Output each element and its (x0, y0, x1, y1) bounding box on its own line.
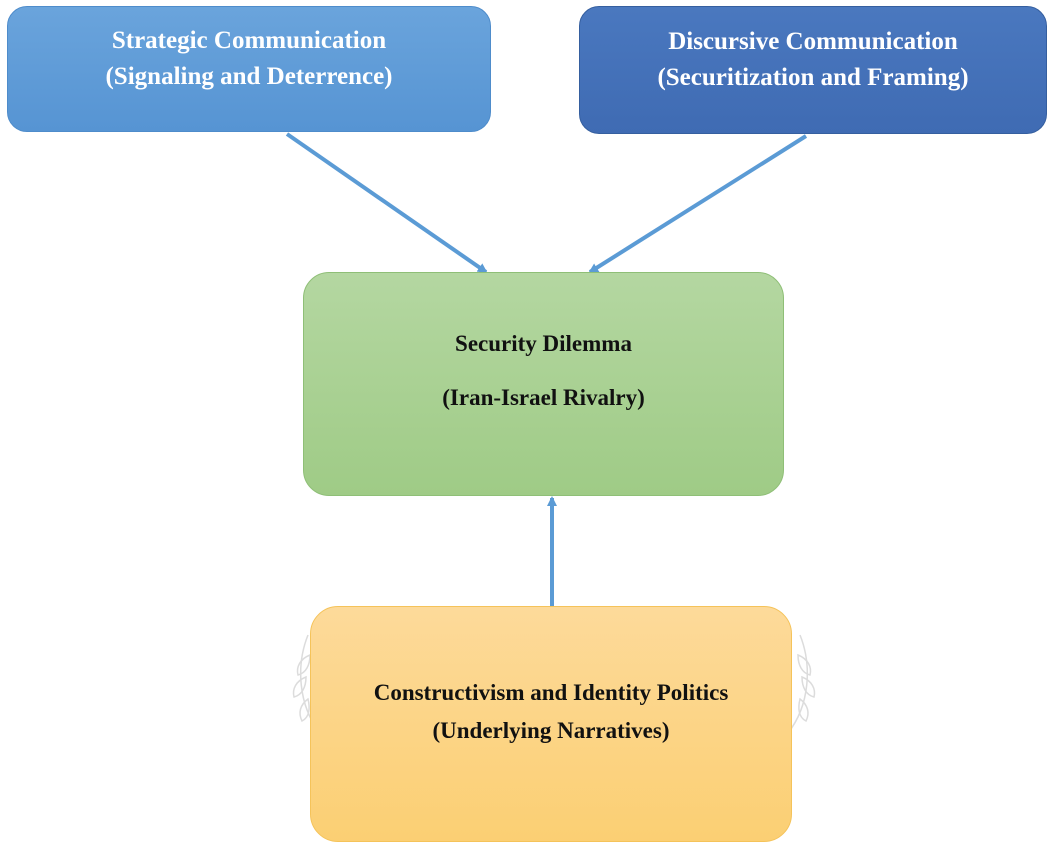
arrow-discursive-to-security (588, 134, 808, 274)
constructivism-subtitle: (Underlying Narratives) (432, 718, 670, 743)
discursive-communication-box: Discursive Communication (Securitization… (579, 6, 1047, 134)
security-dilemma-title: Security Dilemma (455, 331, 632, 356)
constructivism-box: Constructivism and Identity Politics (Un… (310, 606, 792, 842)
arrow-strategic-to-security (285, 132, 488, 274)
strategic-communication-box: Strategic Communication (Signaling and D… (7, 6, 491, 132)
security-dilemma-subtitle: (Iran-Israel Rivalry) (442, 385, 645, 410)
discursive-communication-title: Discursive Communication (668, 28, 958, 55)
discursive-communication-subtitle: (Securitization and Framing) (657, 64, 969, 91)
constructivism-title: Constructivism and Identity Politics (373, 680, 729, 705)
security-dilemma-box: Security Dilemma (Iran-Israel Rivalry) (303, 272, 784, 496)
strategic-communication-title: Strategic Communication (111, 27, 387, 54)
strategic-communication-subtitle: (Signaling and Deterrence) (105, 63, 393, 90)
